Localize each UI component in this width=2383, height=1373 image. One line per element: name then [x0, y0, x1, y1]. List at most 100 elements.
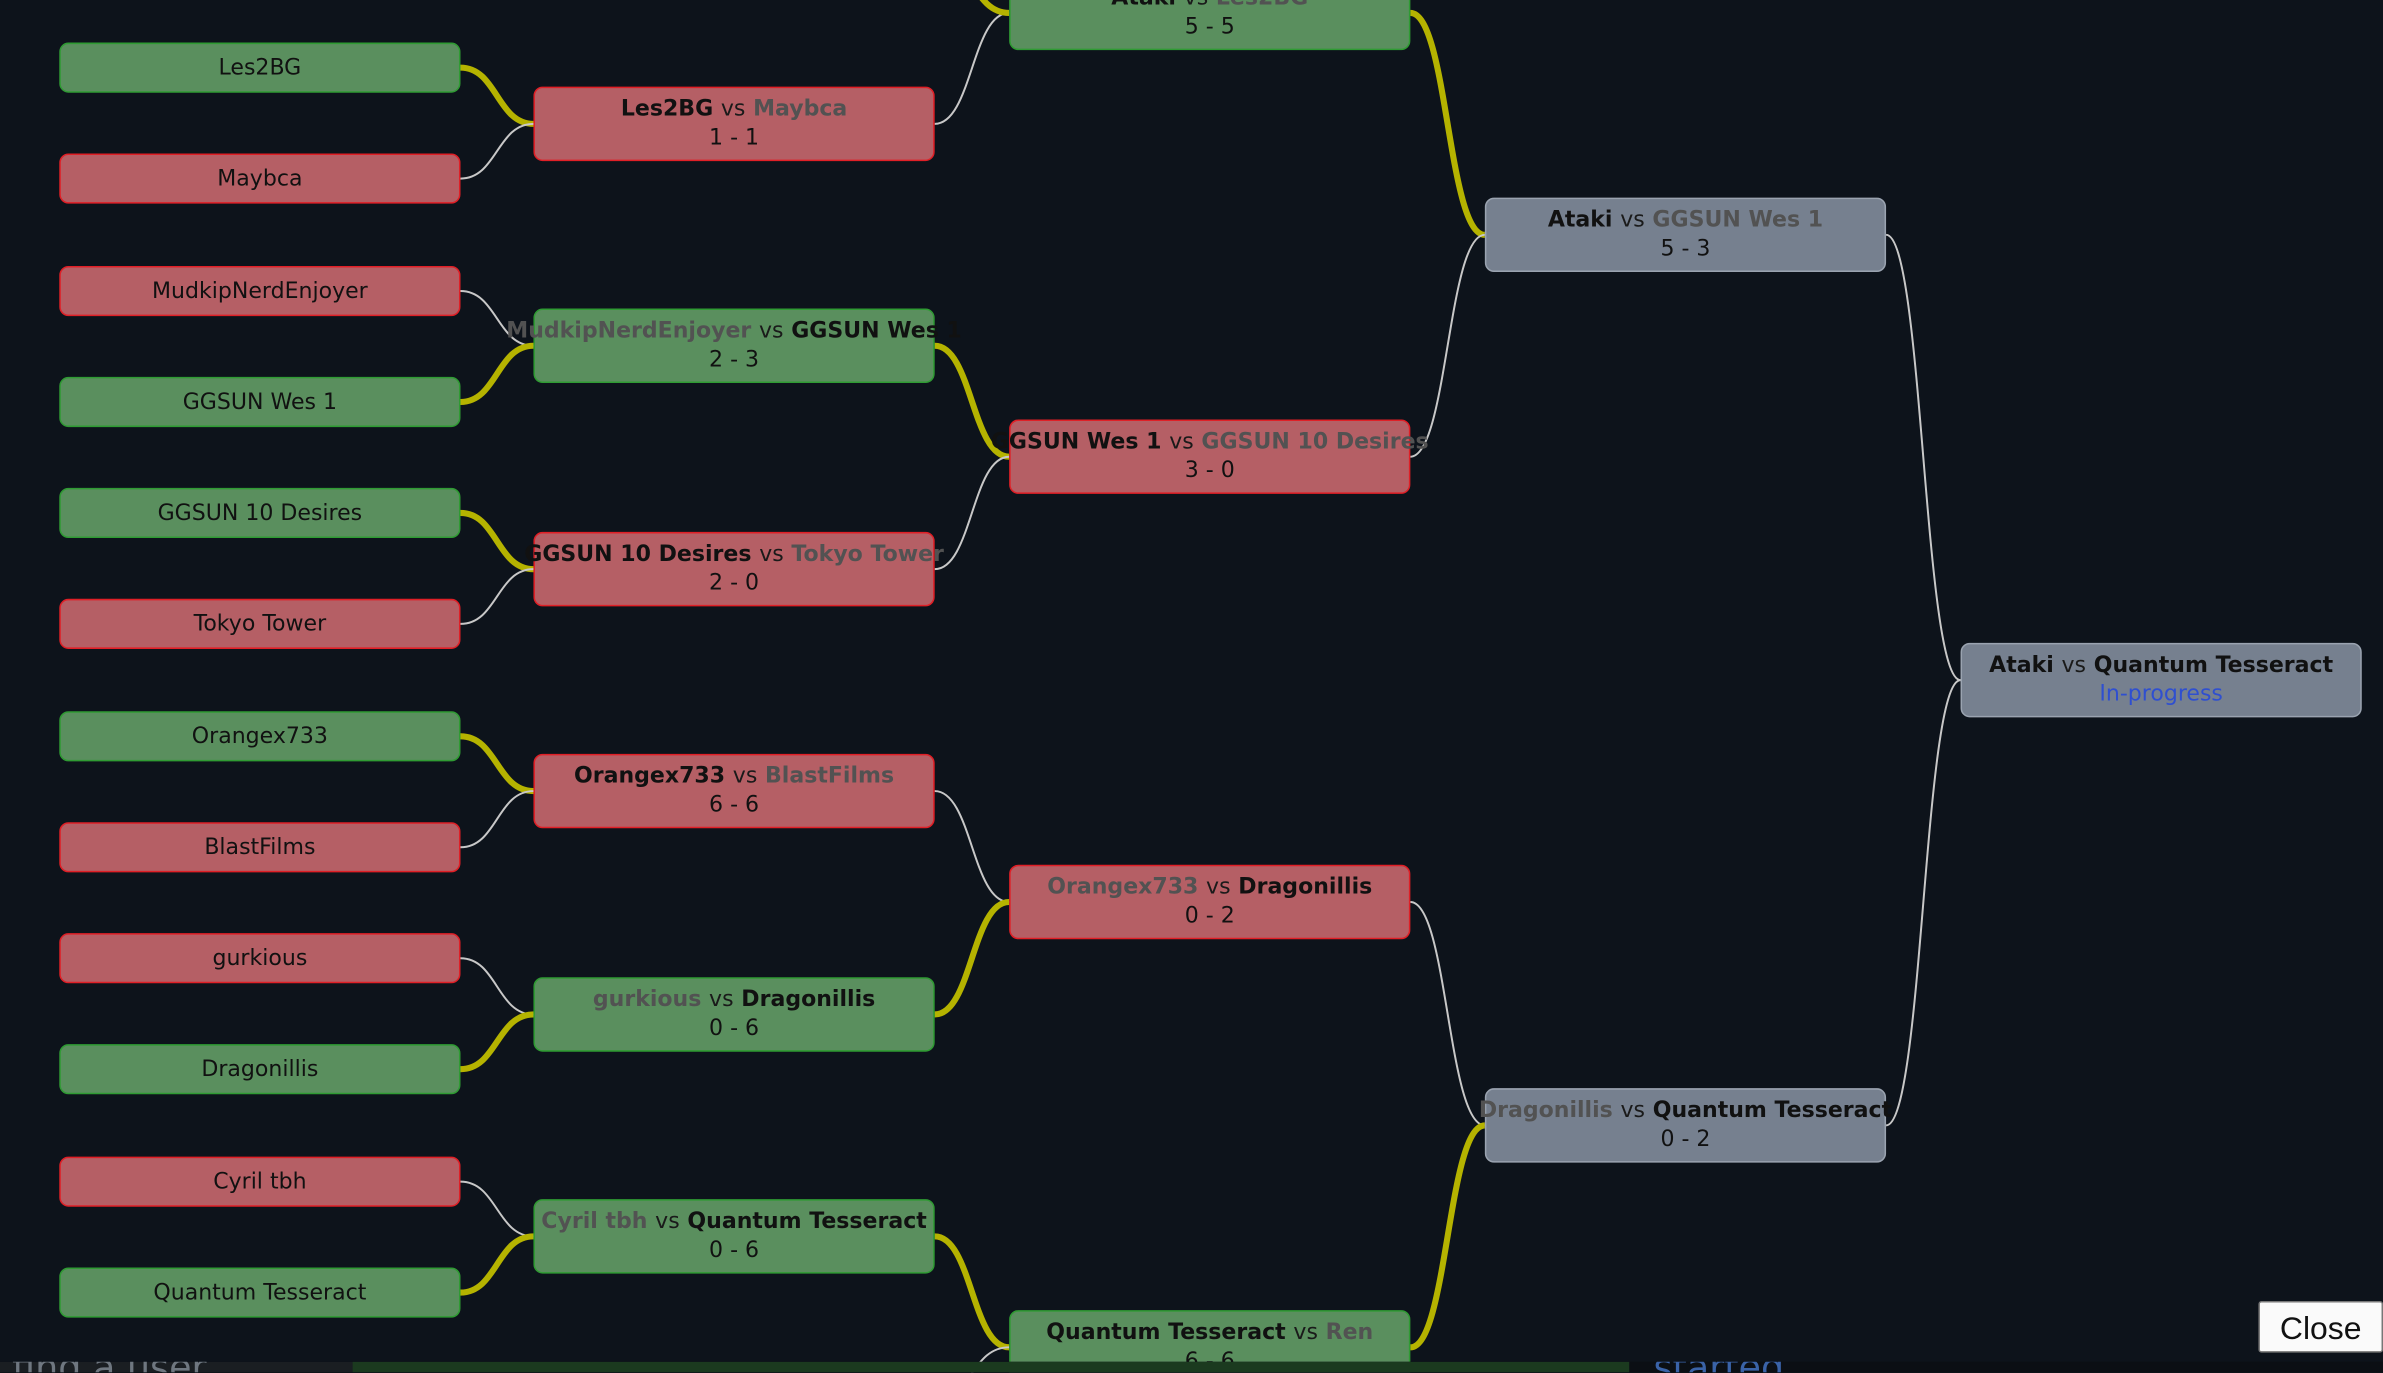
vs-label: vs — [1206, 874, 1231, 899]
vs-label: vs — [758, 318, 784, 343]
match-score: 5 - 3 — [1660, 236, 1711, 261]
connector-line — [460, 733, 534, 795]
match-players: Orangex733 vs BlastFilms — [574, 762, 894, 791]
player-1: Orangex733 — [573, 763, 726, 789]
match-card[interactable]: gurkious vs Dragonillis 0 - 6 — [533, 977, 935, 1052]
leaf-tokyo-tower[interactable]: Tokyo Tower — [59, 598, 461, 649]
player-name: BlastFilms — [204, 835, 316, 860]
connector-line — [460, 1011, 534, 1073]
player-2: Ren — [1325, 1319, 1374, 1345]
match-players: GGSUN 10 Desires vs Tokyo Tower — [524, 540, 944, 569]
connector-line — [460, 64, 534, 127]
player-name: Dragonillis — [201, 1057, 319, 1082]
match-card[interactable]: Ataki vs GGSUN Wes 1 5 - 3 — [1484, 197, 1887, 273]
player-2: Quantum Tesseract — [687, 1209, 927, 1234]
match-score: 0 - 2 — [1184, 903, 1235, 928]
leaf-cyril-tbh[interactable]: Cyril tbh — [59, 1156, 461, 1207]
close-button[interactable]: Close — [2258, 1300, 2383, 1353]
connector-line — [460, 1233, 534, 1296]
player-1: Ataki — [1989, 652, 2054, 678]
leaf-les2bg[interactable]: Les2BG — [59, 42, 461, 93]
connector-line — [934, 1233, 1010, 1351]
connector-line — [1409, 9, 1486, 238]
player-name: Les2BG — [218, 55, 302, 80]
connector-line — [460, 290, 534, 347]
player-name: gurkious — [212, 946, 308, 971]
player-1: GGSUN 10 Desires — [524, 541, 752, 567]
connector-line — [934, 455, 1010, 571]
match-score: 5 - 5 — [1184, 14, 1235, 39]
leaf-quantum-tesseract[interactable]: Quantum Tesseract — [59, 1267, 461, 1318]
match-card[interactable]: Cyril tbh vs Quantum Tesseract 0 - 6 — [533, 1199, 935, 1274]
leaf-gurkious[interactable]: gurkious — [59, 933, 461, 984]
player-1: Cyril tbh — [541, 1209, 648, 1234]
player-1: Dragonillis — [1478, 1098, 1613, 1123]
match-score: 2 - 0 — [709, 570, 760, 596]
connector-line — [460, 509, 534, 573]
connector-line — [1410, 233, 1486, 458]
match-card[interactable]: Orangex733 vs Dragonillis 0 - 2 — [1009, 864, 1411, 940]
connector-line — [1410, 901, 1486, 1127]
connector-line — [460, 957, 534, 1016]
leaf-dragonillis[interactable]: Dragonillis — [59, 1044, 461, 1095]
match-players: Quantum Tesseract vs Ren — [1046, 1318, 1373, 1347]
match-card[interactable]: MudkipNerdEnjoyer vs GGSUN Wes 1 2 - 3 — [506, 308, 962, 383]
player-2: Dragonillis — [741, 987, 876, 1012]
match-score: 0 - 2 — [1660, 1126, 1711, 1152]
background-panel-left — [0, 1361, 353, 1373]
player-2: Les2BG — [1216, 0, 1308, 10]
player-2: Dragonillis — [1238, 874, 1373, 899]
match-players: Orangex733 vs Dragonillis — [1047, 873, 1372, 902]
player-name: Orangex733 — [191, 724, 328, 749]
match-card[interactable]: Orangex733 vs BlastFilms 6 - 6 — [533, 753, 935, 829]
match-score: 3 - 0 — [1184, 458, 1235, 483]
match-score: 0 - 6 — [709, 1015, 760, 1041]
player-name: Tokyo Tower — [193, 611, 327, 637]
match-players: Cyril tbh vs Quantum Tesseract — [541, 1207, 927, 1236]
leaf-ggsun-10-desires[interactable]: GGSUN 10 Desires — [59, 487, 461, 539]
connector-line — [460, 790, 534, 849]
player-name: Quantum Tesseract — [153, 1280, 367, 1305]
leaf-maybca[interactable]: Maybca — [59, 153, 461, 204]
vs-label: vs — [1169, 429, 1194, 454]
connector-line — [934, 11, 1010, 125]
player-2: GGSUN Wes 1 — [1652, 207, 1824, 232]
leaf-orangex733[interactable]: Orangex733 — [59, 711, 461, 762]
connector-line — [460, 342, 534, 406]
player-2: Maybca — [753, 96, 848, 121]
match-score: 0 - 6 — [709, 1237, 760, 1263]
match-card[interactable]: GGSUN Wes 1 vs GGSUN 10 Desires 3 - 0 — [991, 419, 1429, 494]
connector-line — [934, 342, 1010, 460]
connector-line — [979, 0, 1010, 16]
player-name: GGSUN 10 Desires — [157, 500, 363, 526]
player-2: GGSUN 10 Desires — [1201, 429, 1429, 454]
player-2: GGSUN Wes 1 — [791, 318, 962, 343]
leaf-ggsun-wes-1[interactable]: GGSUN Wes 1 — [59, 376, 461, 428]
background-page-strip: find a user started — [0, 1361, 2383, 1373]
player-2: Tokyo Tower — [791, 541, 944, 567]
vs-label: vs — [1620, 207, 1645, 232]
vs-label: vs — [732, 763, 758, 789]
match-card[interactable]: Ataki vs Les2BG 5 - 5 — [1009, 0, 1411, 51]
background-panel-mid — [352, 1361, 1630, 1373]
player-2: Quantum Tesseract — [1652, 1098, 1893, 1123]
match-score: 1 - 1 — [709, 125, 760, 150]
vs-label: vs — [709, 987, 734, 1012]
vs-label: vs — [759, 541, 784, 567]
connector-line — [460, 568, 534, 625]
match-card[interactable]: Les2BG vs Maybca 1 - 1 — [533, 86, 935, 162]
match-score: 6 - 6 — [709, 792, 760, 817]
final-match-card[interactable]: Ataki vs Quantum Tesseract In-progress — [1960, 642, 2362, 718]
match-card[interactable]: GGSUN 10 Desires vs Tokyo Tower 2 - 0 — [524, 531, 944, 607]
vs-label: vs — [2061, 652, 2087, 678]
connector-line — [1409, 1122, 1486, 1351]
leaf-mudkipnerdenjoyer[interactable]: MudkipNerdEnjoyer — [59, 265, 461, 317]
connector-line — [1885, 679, 1961, 1127]
player-1: Les2BG — [620, 96, 714, 121]
leaf-blastfilms[interactable]: BlastFilms — [59, 822, 461, 873]
match-score: 2 - 3 — [709, 347, 760, 372]
player-2: Quantum Tesseract — [2093, 652, 2334, 678]
vs-label: vs — [1620, 1098, 1646, 1123]
match-card[interactable]: Dragonillis vs Quantum Tesseract 0 - 2 — [1479, 1088, 1892, 1163]
